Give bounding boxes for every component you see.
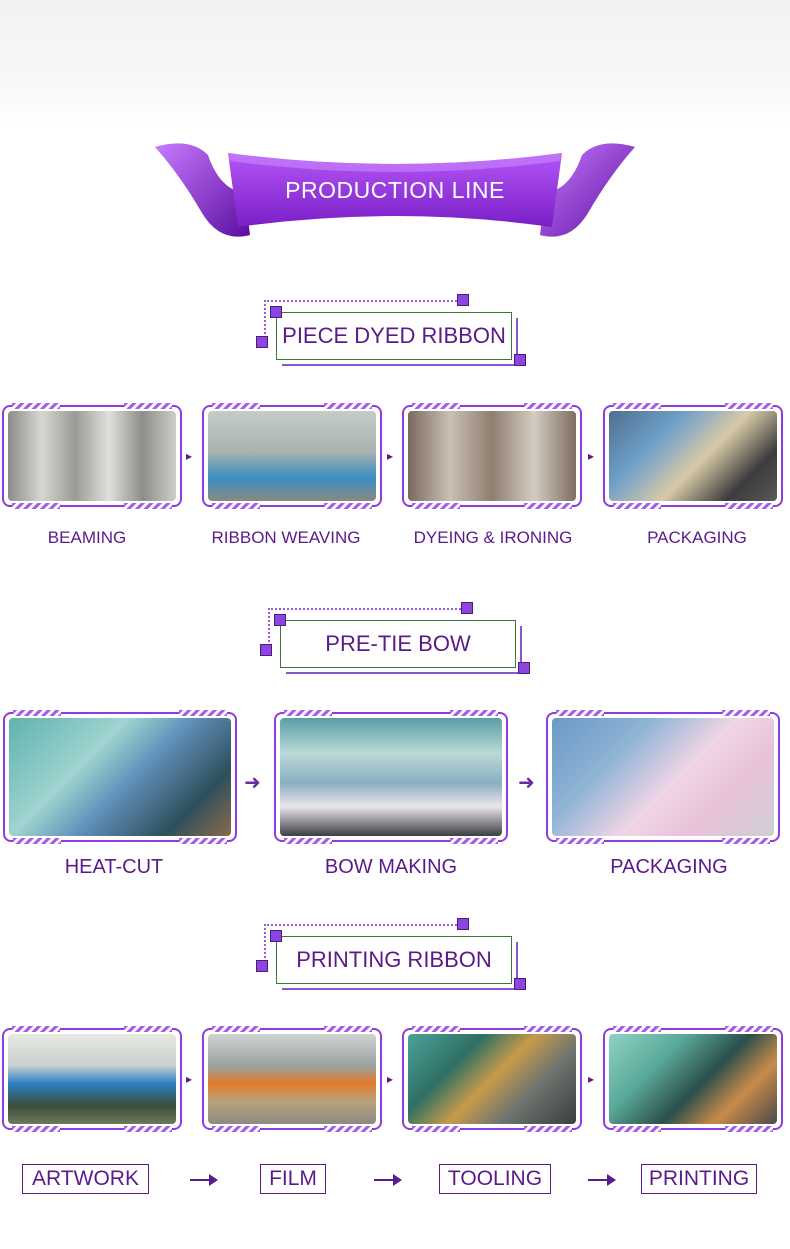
step-caption: BEAMING	[47, 528, 127, 547]
corner-square-icon	[457, 294, 469, 306]
photo-ribbon-weaving	[202, 403, 382, 509]
corner-square-icon	[256, 336, 268, 348]
section-title-text: PRE-TIE BOW	[325, 631, 471, 656]
corner-square-icon	[260, 644, 272, 656]
photo-printing	[603, 1026, 783, 1132]
step-caption: RIBBON WEAVING	[211, 528, 361, 547]
corner-square-icon	[256, 960, 268, 972]
title-shadow-frame	[282, 942, 518, 990]
arrow-icon: ▸	[186, 449, 193, 463]
heat-cut-image	[9, 718, 231, 836]
step-caption: DYEING & IRONING	[413, 528, 573, 547]
arrow-icon	[374, 1174, 402, 1186]
corner-square-icon	[270, 930, 282, 942]
step-caption-box: PRINTING	[641, 1164, 757, 1194]
ribbon-banner-icon	[155, 143, 635, 237]
dotted-guide	[268, 608, 468, 646]
arrow-icon: ▸	[387, 449, 394, 463]
arrow-icon	[588, 1174, 616, 1186]
dyeing-image	[408, 411, 576, 501]
corner-square-icon	[518, 662, 530, 674]
corner-square-icon	[514, 978, 526, 990]
step-caption-box: FILM	[260, 1164, 326, 1194]
step-caption: PACKAGING	[610, 856, 728, 878]
photo-tooling	[402, 1026, 582, 1132]
dotted-guide	[264, 300, 464, 338]
corner-square-icon	[270, 306, 282, 318]
title-frame	[276, 312, 512, 360]
production-line-banner: PRODUCTION LINE	[150, 135, 640, 250]
arrow-icon: ▸	[588, 1072, 595, 1086]
title-shadow-frame	[282, 318, 518, 366]
section-title-text: PIECE DYED RIBBON	[282, 323, 506, 348]
photo-film	[202, 1026, 382, 1132]
tooling-image	[408, 1034, 576, 1124]
photo-packaging-1	[603, 403, 783, 509]
film-image	[208, 1034, 376, 1124]
printing-image	[609, 1034, 777, 1124]
arrow-icon	[190, 1174, 218, 1186]
section-title-piece-dyed: PIECE DYED RIBBON	[252, 292, 542, 372]
arrow-icon: ▸	[588, 449, 595, 463]
title-frame	[280, 620, 516, 668]
arrow-icon: ▸	[186, 1072, 193, 1086]
corner-square-icon	[274, 614, 286, 626]
title-shadow-frame	[286, 626, 522, 674]
step-caption-box: ARTWORK	[22, 1164, 149, 1194]
packaging-image	[609, 411, 777, 501]
photo-beaming	[2, 403, 182, 509]
title-frame	[276, 936, 512, 984]
photo-artwork	[2, 1026, 182, 1132]
corner-square-icon	[514, 354, 526, 366]
section-title-pre-tie-bow: PRE-TIE BOW	[256, 600, 546, 680]
corner-square-icon	[461, 602, 473, 614]
arrow-icon: ➜	[244, 772, 261, 794]
photo-bow-making	[274, 710, 508, 844]
banner-title: PRODUCTION LINE	[285, 177, 505, 203]
arrow-icon: ➜	[518, 772, 535, 794]
beaming-image	[8, 411, 176, 501]
step-caption: HEAT-CUT	[64, 856, 164, 878]
step-caption: BOW MAKING	[324, 856, 458, 878]
photo-heat-cut	[3, 710, 237, 844]
arrow-icon: ▸	[387, 1072, 394, 1086]
dotted-guide	[264, 924, 464, 962]
ribbon-weaving-image	[208, 411, 376, 501]
top-background	[0, 0, 790, 130]
artwork-image	[8, 1034, 176, 1124]
section-title-printing-ribbon: PRINTING RIBBON	[252, 916, 542, 996]
packaging-bow-image	[552, 718, 774, 836]
corner-square-icon	[457, 918, 469, 930]
section-title-text: PRINTING RIBBON	[296, 947, 492, 972]
step-caption: PACKAGING	[647, 528, 747, 547]
photo-packaging-2	[546, 710, 780, 844]
photo-dyeing-ironing	[402, 403, 582, 509]
step-caption-box: TOOLING	[439, 1164, 551, 1194]
bow-making-image	[280, 718, 502, 836]
